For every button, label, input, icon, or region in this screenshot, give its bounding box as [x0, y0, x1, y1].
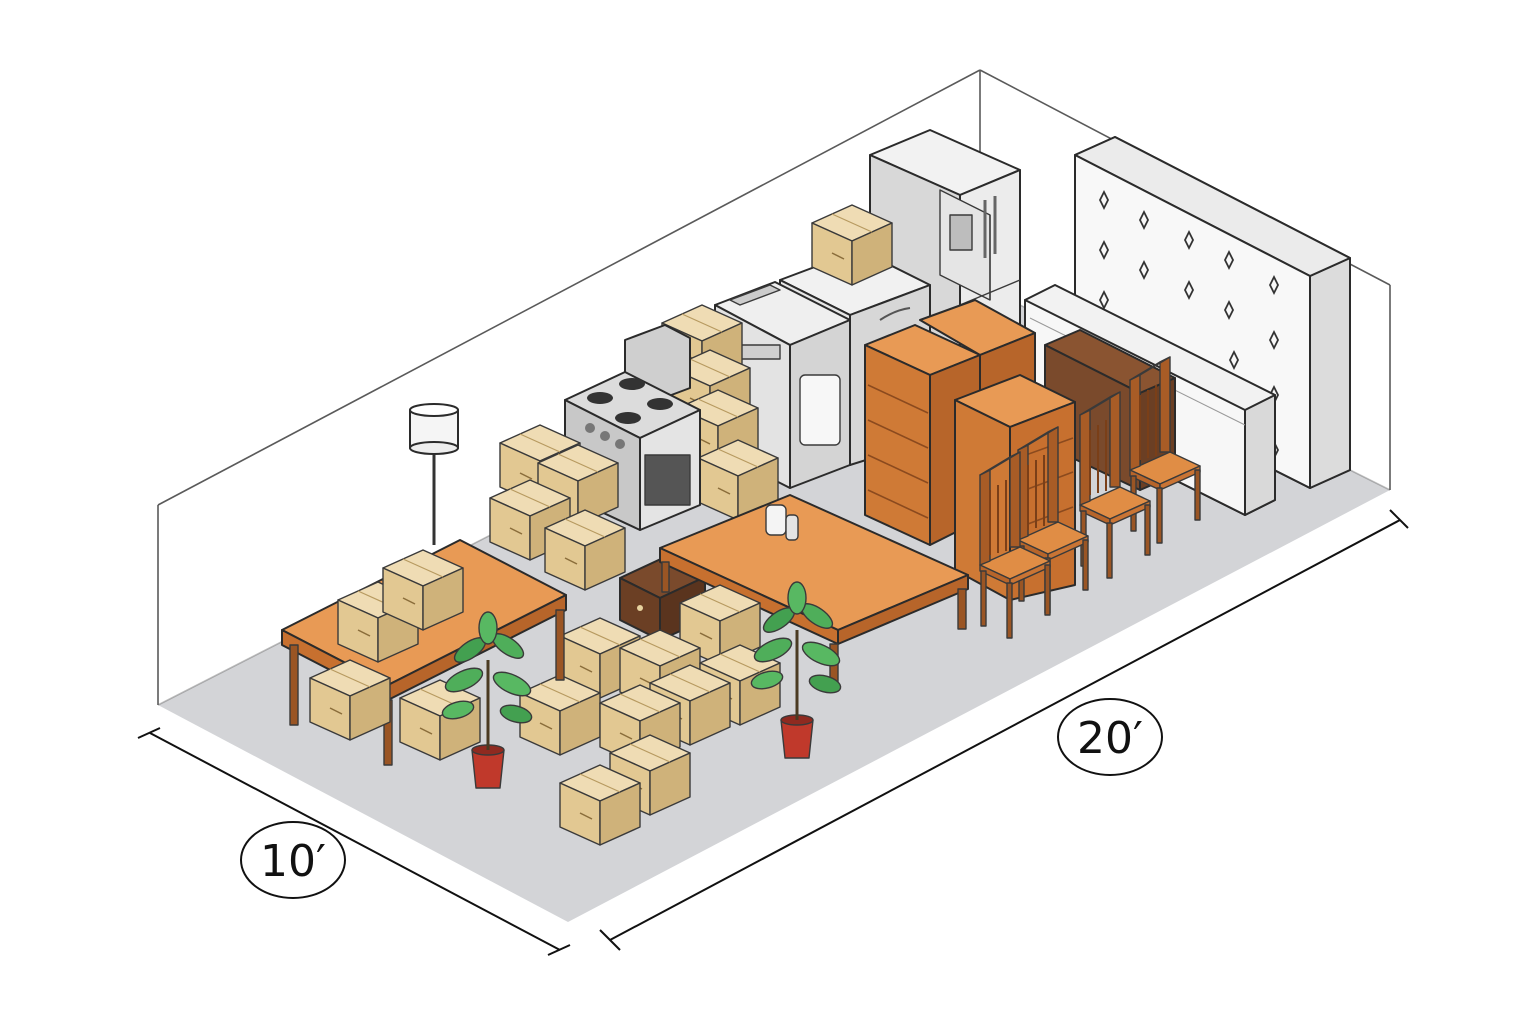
floor-lamp-icon [409, 403, 459, 545]
width-dimension-line [137, 727, 571, 956]
cardboard-box-icon [811, 204, 893, 286]
length-label: 20′ [1057, 698, 1163, 776]
cardboard-box-icon [544, 509, 626, 591]
cardboard-box-icon [519, 674, 601, 756]
width-label: 10′ [240, 821, 346, 899]
cardboard-box-icon [399, 679, 481, 761]
width-label-text: 10′ [260, 836, 326, 887]
cardboard-box-icon [559, 764, 641, 846]
cardboard-box-icon [382, 549, 464, 631]
cardboard-box-icon [309, 659, 391, 741]
length-label-text: 20′ [1077, 713, 1143, 764]
table-icon [659, 494, 969, 691]
length-dimension-line [599, 509, 1409, 951]
